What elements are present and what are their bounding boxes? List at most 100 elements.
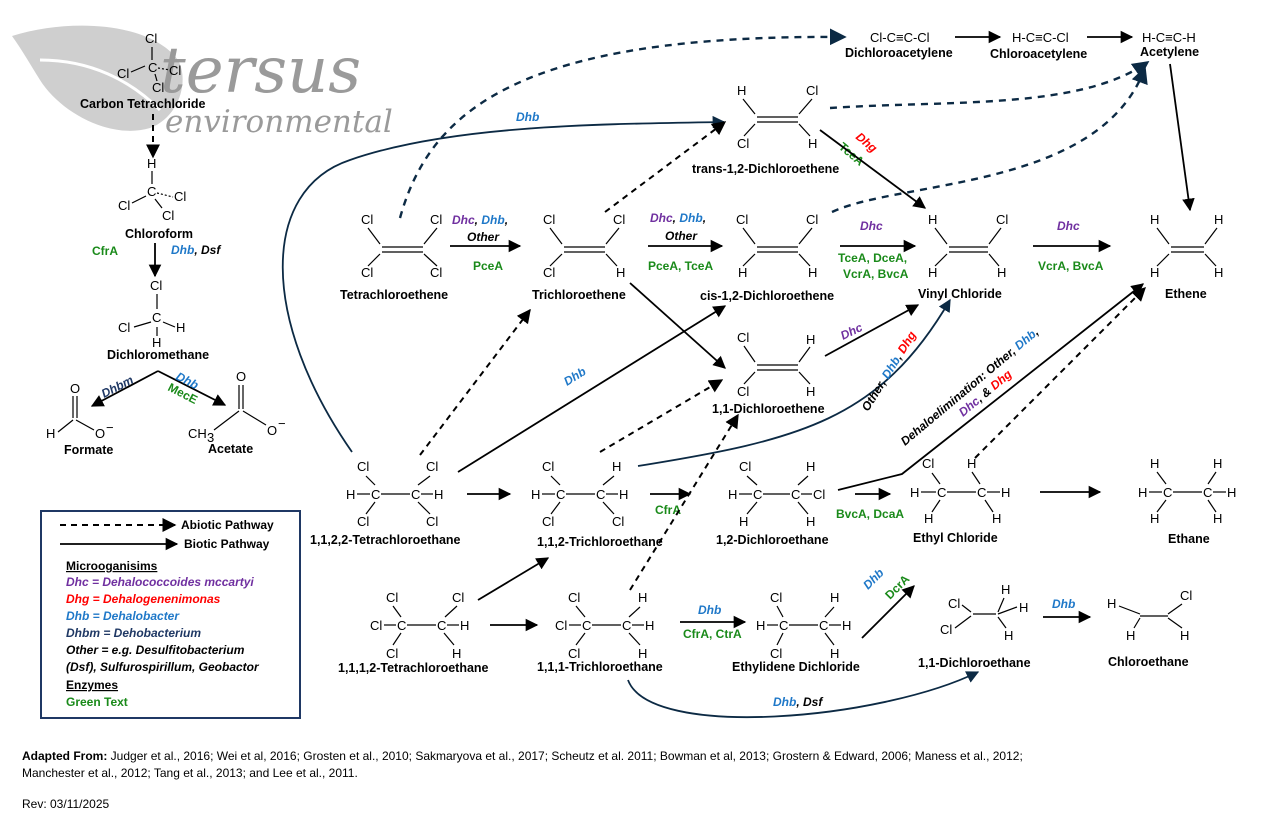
compound-dca-11: 1,1-Dichloroethane <box>918 656 1031 670</box>
svg-text:C: C <box>147 184 156 199</box>
svg-text:H: H <box>1019 600 1028 615</box>
svg-text:H: H <box>967 456 976 471</box>
organism-dca11-dhb: Dhb <box>1052 597 1075 611</box>
compound-trans-dce: trans-1,2-Dichloroethene <box>692 162 839 176</box>
svg-text:C: C <box>1163 485 1172 500</box>
svg-text:Cl: Cl <box>542 459 554 474</box>
legend-dhg: Dhg = Dehalogenenimonas <box>66 592 221 606</box>
formula-acetylene: H-C≡C-H <box>1142 30 1196 45</box>
svg-text:Cl: Cl <box>370 618 382 633</box>
compound-vinyl-chloride: Vinyl Chloride <box>918 287 1002 301</box>
organism-11dce-dhc: Dhc <box>838 320 865 343</box>
svg-text:Cl: Cl <box>737 384 749 399</box>
arrow-tca111-to-11dce <box>629 413 739 591</box>
legend-other-2: (Dsf), Sulfurospirillum, Geobactor <box>66 660 260 674</box>
svg-text:H: H <box>808 265 817 280</box>
svg-text:Cl: Cl <box>150 278 162 293</box>
curve-cisdce-to-acetylene <box>831 66 1148 214</box>
svg-text:H: H <box>1150 212 1159 227</box>
svg-text:C: C <box>622 618 631 633</box>
svg-text:H: H <box>612 459 621 474</box>
svg-text:O: O <box>95 426 105 441</box>
compound-ethane: Ethane <box>1168 532 1210 546</box>
svg-text:Cl: Cl <box>612 514 624 529</box>
svg-text:Cl: Cl <box>117 66 129 81</box>
svg-text:Cl: Cl <box>555 618 567 633</box>
organism-pce-dhc-dhb: Dhc, Dhb, <box>452 213 508 227</box>
arrow-dcm-to-formate <box>90 370 159 407</box>
organism-dhbm: Dhbm <box>99 373 136 401</box>
svg-text:Cl: Cl <box>152 80 164 95</box>
arrow-pca1122-to-cisdce <box>457 305 727 473</box>
svg-text:H: H <box>616 265 625 280</box>
arrow-dcm-to-acetate <box>157 370 227 406</box>
curve-pce-to-dichloroacetylene <box>398 28 847 219</box>
svg-text:Cl: Cl <box>542 514 554 529</box>
svg-text:−: − <box>106 420 114 435</box>
svg-text:H: H <box>1150 265 1159 280</box>
arrow-transdce-to-vc <box>819 129 927 209</box>
svg-text:H: H <box>46 426 55 441</box>
svg-text:C: C <box>819 618 828 633</box>
compound-11-dce: 1,1-Dichloroethene <box>712 402 825 416</box>
enzyme-dcra: DcrA <box>882 572 912 602</box>
1-1-dichloroethane: ClH ClH H 1,1-Dichloroethane <box>918 582 1031 670</box>
enzyme-vcra-bvca-2: VcrA, BvcA <box>1038 259 1104 273</box>
svg-text:H: H <box>1150 456 1159 471</box>
svg-text:C: C <box>1203 485 1212 500</box>
organism-pce-other: Other <box>467 230 500 244</box>
svg-text:Cl: Cl <box>948 596 960 611</box>
svg-text:H: H <box>460 618 469 633</box>
organism-dehaloelimination-1: Dehaloelimination: Other, Dhb, <box>898 325 1041 448</box>
svg-text:CH: CH <box>188 426 207 441</box>
organism-edc-dhb: Dhb <box>860 566 886 592</box>
legend-dhb: Dhb = Dehalobacter <box>66 609 180 623</box>
svg-text:Cl: Cl <box>118 320 130 335</box>
svg-text:H: H <box>928 265 937 280</box>
svg-text:Cl: Cl <box>739 459 751 474</box>
svg-text:Cl: Cl <box>568 590 580 605</box>
enzyme-cfra-2: CfrA <box>655 503 681 517</box>
revision-date: Rev: 03/11/2025 <box>22 797 110 811</box>
svg-text:Cl: Cl <box>613 212 625 227</box>
svg-text:Cl: Cl <box>568 646 580 661</box>
svg-text:C: C <box>582 618 591 633</box>
compound-acetate: Acetate <box>208 442 253 456</box>
curve-tca111-to-dca11 <box>627 671 980 719</box>
enzyme-bvca-dcaa: BvcA, DcaA <box>836 507 904 521</box>
svg-text:H: H <box>842 618 851 633</box>
svg-text:C: C <box>411 487 420 502</box>
legend-dhc: Dhc = Dehalococcoides mccartyi <box>66 575 254 589</box>
svg-text:H: H <box>638 646 647 661</box>
organism-vc-dhc: Dhc <box>1057 219 1080 233</box>
svg-text:Cl: Cl <box>452 590 464 605</box>
svg-text:O: O <box>267 423 277 438</box>
svg-text:Cl: Cl <box>357 514 369 529</box>
svg-text:Cl: Cl <box>737 330 749 345</box>
svg-text:C: C <box>556 487 565 502</box>
svg-text:H: H <box>928 212 937 227</box>
references-line-1: Adapted From: Judger et al., 2016; Wei e… <box>22 749 1023 763</box>
legend-dhbm: Dhbm = Dehobacterium <box>66 626 201 640</box>
svg-text:H: H <box>997 265 1006 280</box>
svg-text:H: H <box>1214 212 1223 227</box>
svg-text:3: 3 <box>207 430 214 445</box>
svg-text:H: H <box>806 384 815 399</box>
svg-text:Cl: Cl <box>770 590 782 605</box>
svg-text:H: H <box>1213 456 1222 471</box>
svg-text:H: H <box>739 514 748 529</box>
svg-text:H: H <box>924 511 933 526</box>
svg-text:H: H <box>645 618 654 633</box>
compound-ethylidene-dichloride: Ethylidene Dichloride <box>732 660 860 674</box>
legend-abiotic: Abiotic Pathway <box>181 518 274 532</box>
